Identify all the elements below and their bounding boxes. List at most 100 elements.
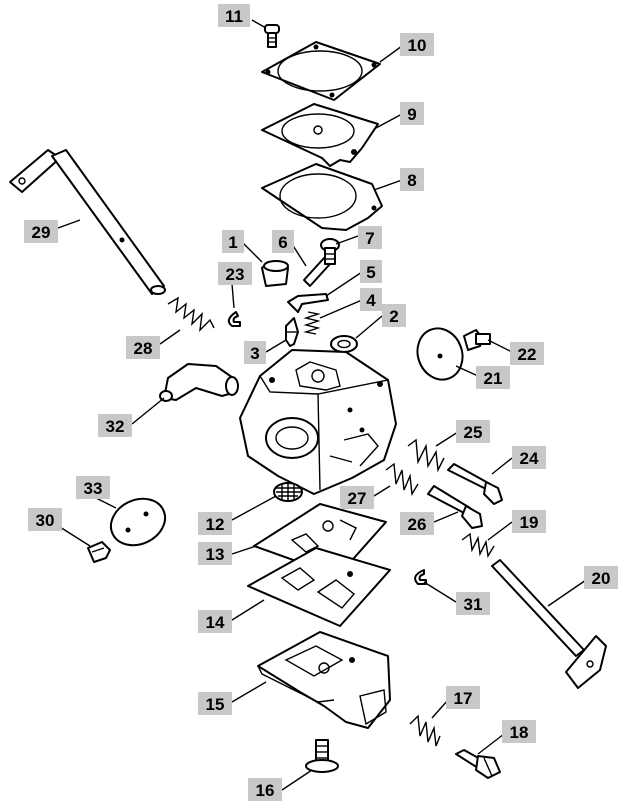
svg-text:10: 10 <box>408 36 427 55</box>
svg-text:4: 4 <box>366 291 376 310</box>
svg-text:26: 26 <box>408 515 427 534</box>
callout-32: 32 <box>98 414 132 437</box>
callout-20: 20 <box>584 566 618 589</box>
part-19-spring <box>461 532 495 559</box>
part-16-screw <box>305 739 339 773</box>
callout-25: 25 <box>456 420 490 443</box>
callout-31: 31 <box>456 592 490 615</box>
svg-text:22: 22 <box>518 345 537 364</box>
callout-17: 17 <box>446 686 480 709</box>
callout-28: 28 <box>126 336 160 359</box>
callout-6: 6 <box>272 230 294 253</box>
svg-text:2: 2 <box>389 307 398 326</box>
svg-text:8: 8 <box>407 171 416 190</box>
part-15-pump-cover <box>257 631 391 729</box>
part-17-spring <box>409 714 441 747</box>
callout-26: 26 <box>400 512 434 535</box>
svg-text:9: 9 <box>407 105 416 124</box>
svg-text:17: 17 <box>454 689 473 708</box>
svg-text:27: 27 <box>348 489 367 508</box>
callout-27: 27 <box>340 486 374 509</box>
callout-24: 24 <box>512 446 546 469</box>
part-5-lever <box>287 293 329 313</box>
callout-2: 2 <box>382 304 406 327</box>
callout-12: 12 <box>198 512 232 535</box>
callout-19: 19 <box>512 510 546 533</box>
callout-18: 18 <box>502 720 536 743</box>
part-12-screen <box>273 482 303 502</box>
part-3-needle <box>285 317 299 347</box>
svg-text:15: 15 <box>206 695 225 714</box>
part-10-cover <box>261 41 381 101</box>
svg-text:28: 28 <box>134 339 153 358</box>
part-4-spring <box>303 311 321 335</box>
part-14-pump-diaphragm <box>247 547 391 627</box>
svg-text:23: 23 <box>226 265 245 284</box>
callout-11: 11 <box>218 4 250 27</box>
callout-1: 1 <box>222 230 244 253</box>
part-25-spring <box>407 438 445 473</box>
svg-text:3: 3 <box>250 344 259 363</box>
callout-14: 14 <box>198 610 232 633</box>
part-18-screw <box>455 749 501 779</box>
callout-5: 5 <box>360 260 382 283</box>
callout-13: 13 <box>198 542 232 565</box>
svg-text:21: 21 <box>484 369 503 388</box>
svg-text:31: 31 <box>464 595 483 614</box>
callout-33: 33 <box>76 476 110 499</box>
part-29-throttle-shaft <box>9 149 166 295</box>
part-8-gasket <box>261 163 383 231</box>
callout-22: 22 <box>510 342 544 365</box>
callout-15: 15 <box>198 692 232 715</box>
part-28-spring <box>167 296 215 332</box>
callout-10: 10 <box>400 33 434 56</box>
svg-text:18: 18 <box>510 723 529 742</box>
part-21-throttle-plate <box>416 327 464 381</box>
callout-9: 9 <box>400 102 424 125</box>
callout-8: 8 <box>400 168 424 191</box>
part-22-screw <box>463 329 491 351</box>
leader-lines <box>51 19 587 791</box>
svg-text:19: 19 <box>520 513 539 532</box>
svg-text:1: 1 <box>228 233 237 252</box>
callout-21: 21 <box>476 366 510 389</box>
callout-29: 29 <box>24 220 58 243</box>
svg-text:29: 29 <box>32 223 51 242</box>
part-30-screw <box>87 541 111 563</box>
part-23-circlip <box>227 311 241 327</box>
part-27-spring <box>385 462 419 497</box>
callout-4: 4 <box>360 288 382 311</box>
part-1-cap <box>261 260 289 287</box>
svg-text:25: 25 <box>464 423 483 442</box>
part-24-adjusting-screw <box>447 463 503 505</box>
svg-text:6: 6 <box>278 233 287 252</box>
svg-text:33: 33 <box>84 479 103 498</box>
callout-16: 16 <box>248 778 282 801</box>
part-20-choke-shaft <box>491 559 607 689</box>
callout-labels: 11 10 9 8 29 1 6 7 23 5 4 2 28 3 22 21 3… <box>24 4 618 801</box>
svg-text:24: 24 <box>520 449 539 468</box>
part-33-choke-plate <box>109 497 167 547</box>
svg-text:12: 12 <box>206 515 225 534</box>
callout-7: 7 <box>358 226 382 249</box>
svg-text:7: 7 <box>365 229 374 248</box>
part-11-screw <box>264 24 280 48</box>
svg-text:14: 14 <box>206 613 225 632</box>
callout-3: 3 <box>244 341 266 364</box>
part-26-adjusting-screw <box>427 485 483 529</box>
callout-23: 23 <box>218 262 252 285</box>
svg-text:32: 32 <box>106 417 125 436</box>
svg-text:16: 16 <box>256 781 275 800</box>
svg-text:20: 20 <box>592 569 611 588</box>
callout-30: 30 <box>28 508 62 531</box>
part-32-fitting <box>159 363 239 402</box>
part-2-washer <box>330 335 358 353</box>
part-31-clip <box>414 569 427 585</box>
svg-text:11: 11 <box>225 7 243 26</box>
carburetor-body <box>239 349 397 495</box>
svg-text:13: 13 <box>206 545 225 564</box>
part-7-screw <box>320 238 340 265</box>
part-9-diaphragm <box>261 103 379 167</box>
svg-text:5: 5 <box>366 263 375 282</box>
